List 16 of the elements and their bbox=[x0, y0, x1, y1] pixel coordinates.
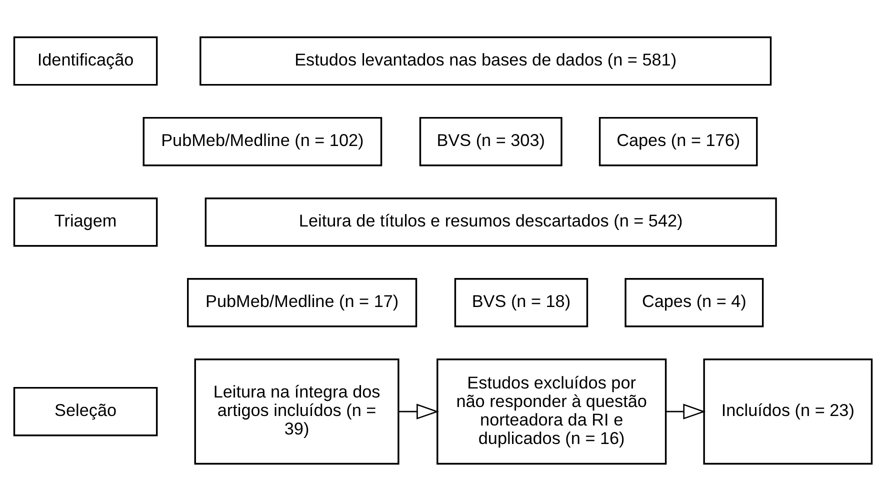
node-box: PubMeb/Medline (n = 102) bbox=[142, 116, 382, 166]
node-box: Capes (n = 176) bbox=[598, 116, 758, 166]
node-box: Identificação bbox=[13, 36, 158, 86]
node-box: Triagem bbox=[13, 197, 158, 246]
node-box: Leitura na íntegra dos artigos incluídos (n = 39) bbox=[194, 358, 400, 464]
node-box: Estudos excluídos por não responder à questão norteadora da RI e duplicados (n = 16) bbox=[436, 358, 667, 464]
node-box: BVS (n = 18) bbox=[454, 278, 588, 327]
node-box: Leitura de títulos e resumos descartados (n = 542) bbox=[204, 197, 777, 246]
node-box: Estudos levantados nas bases de dados (n = 581) bbox=[200, 36, 772, 86]
node-box: PubMeb/Medline (n = 17) bbox=[187, 278, 418, 327]
node-box: BVS (n = 303) bbox=[419, 116, 562, 166]
node-box: Capes (n = 4) bbox=[624, 278, 764, 327]
node-box: Seleção bbox=[13, 386, 158, 436]
node-box: Incluídos (n = 23) bbox=[703, 358, 873, 464]
arrow bbox=[398, 403, 439, 419]
arrow bbox=[666, 403, 706, 419]
